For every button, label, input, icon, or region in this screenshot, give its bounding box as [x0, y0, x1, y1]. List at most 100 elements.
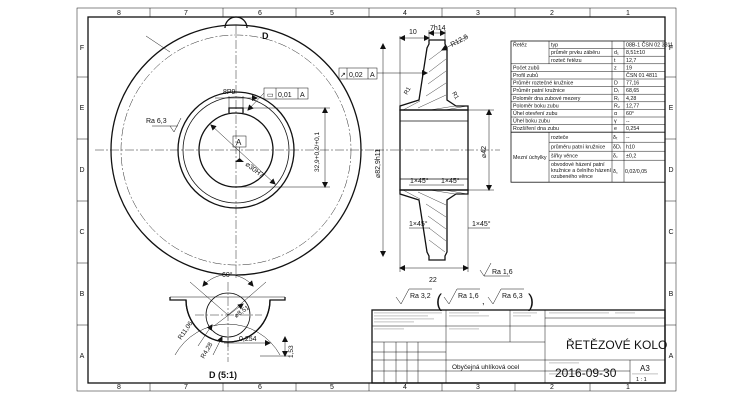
- roughness-sep: ,: [482, 296, 485, 306]
- frame-row-label: B: [80, 291, 85, 298]
- drawing-date: 2016-09-30: [555, 366, 617, 380]
- frame-row-label: E: [80, 105, 85, 112]
- frame-col-label: 4: [403, 10, 407, 17]
- fillet-r1-right: R1: [450, 91, 459, 101]
- table-param-value: 12,77: [626, 103, 639, 109]
- tolerance-title: Mezní úchylky: [513, 155, 547, 161]
- table-param-symbol: z: [614, 65, 617, 71]
- table-param-value: 19: [626, 65, 632, 71]
- frame-col-label: 5: [330, 10, 334, 17]
- dia-bore-label: ⌀42: [481, 146, 488, 158]
- tolerance-symbol: δ꜀: [613, 154, 618, 160]
- roughness-paren-close: ): [528, 291, 534, 311]
- detail-153-label: 1,53: [288, 345, 295, 358]
- keyway-fit-label: 8P9: [223, 89, 236, 96]
- frame-row-label: D: [668, 167, 673, 174]
- frame-row-label: F: [669, 45, 673, 52]
- table-param-label: Poloměr boku zubu: [513, 103, 559, 109]
- table-param-symbol: D: [614, 81, 618, 87]
- runout-value: 0,02: [349, 72, 363, 79]
- table-param-value: ČSN 01 4811: [626, 72, 657, 79]
- roughness-general: Ra 3,2: [410, 293, 431, 300]
- table-param-label: Řetěz: [513, 41, 527, 49]
- frame-col-label: 3: [476, 10, 480, 17]
- tolerance-value: ±0,2: [626, 154, 636, 160]
- detail-e-label: 0,254: [239, 336, 257, 343]
- table-param-label: Počet zubů: [513, 64, 540, 71]
- tolerance-sub: šířky věnce: [551, 154, 578, 160]
- table-param-symbol: R₂: [614, 103, 620, 109]
- runout-datum: A: [370, 72, 375, 79]
- table-param-value: 68,65: [626, 88, 639, 94]
- flatness-value: 0,01: [278, 92, 292, 99]
- fillet-r1-left: R1: [404, 86, 413, 96]
- table-param-symbol: d₁: [614, 50, 619, 56]
- roughness-sub2: Ra 6,3: [502, 293, 523, 300]
- frame-col-label: 7: [184, 10, 188, 17]
- dia-outer-label: ⌀82,9h11: [375, 149, 382, 178]
- flatness-datum: A: [300, 92, 305, 99]
- table-param-label: Úhel otevření zubu: [513, 110, 558, 117]
- frame-col-label: 8: [117, 10, 121, 17]
- table-param-symbol: Rᵢ: [614, 96, 619, 102]
- datum-a-label: A: [236, 138, 242, 147]
- frame-col-label: 5: [330, 384, 334, 391]
- table-param-label: Průměr roztečné kružnice: [513, 80, 573, 87]
- table-param-value: 0,254: [626, 126, 639, 132]
- table-param-sub: typ: [551, 43, 558, 49]
- frame-col-label: 6: [258, 384, 262, 391]
- frame-col-label: 2: [550, 10, 554, 17]
- detail-marker-d: D: [262, 31, 269, 41]
- radius-tooth-label: R12,8: [450, 34, 470, 49]
- width-22-label: 22: [429, 277, 437, 284]
- table-param-symbol: Dᵢ: [614, 88, 619, 94]
- dim-7h14: 7h14: [430, 25, 446, 32]
- frame-row-label: D: [79, 167, 84, 174]
- frame-col-label: 4: [403, 384, 407, 391]
- table-param-sub: průměr prvku záběru: [551, 49, 600, 56]
- drawing-scale: 1 : 1: [636, 377, 647, 383]
- frame-row-label: A: [669, 353, 674, 360]
- roughness-ra63-front: Ra 6,3: [146, 118, 167, 125]
- frame-row-label: E: [669, 105, 674, 112]
- detail-angle-label: 60°: [222, 271, 233, 279]
- table-param-value: 08B-1 ČSN 02 3311: [626, 42, 673, 49]
- frame-row-label: A: [80, 353, 85, 360]
- table-param-label: Průměr patní kružnice: [513, 87, 565, 94]
- tolerance-sub: kružnice a čelního házení: [551, 168, 612, 174]
- tolerance-sub: rozteče: [551, 135, 568, 141]
- table-param-symbol: t: [614, 58, 616, 64]
- table-param-sub: rozteč řetězu: [551, 58, 582, 64]
- table-param-label: Poloměr dna zubové mezery: [513, 96, 581, 102]
- frame-col-label: 6: [258, 10, 262, 17]
- detail-r4-label: R4,28: [200, 341, 215, 360]
- detail-r11-label: R11,06: [177, 320, 195, 341]
- tolerance-value: --: [626, 135, 630, 141]
- flatness-symbol: ▭: [267, 92, 274, 99]
- chamfer-label: 1×45°: [472, 220, 491, 228]
- roughness-sub1: Ra 1,6: [458, 293, 479, 300]
- tolerance-sub: obvodové házení patní: [551, 162, 605, 168]
- frame-row-label: F: [80, 45, 84, 52]
- tolerance-sub: ozubeného věnce: [551, 174, 593, 180]
- material-label: Obyčejná uhlíková ocel: [452, 364, 520, 371]
- roughness-paren-open: (: [436, 291, 442, 311]
- bore-diameter-label: ⌀30H7: [244, 161, 265, 179]
- tolerance-symbol: δ꜀: [613, 169, 618, 175]
- tolerance-symbol: δₜ: [613, 135, 618, 141]
- frame-row-label: C: [668, 229, 673, 236]
- frame-col-label: 3: [476, 384, 480, 391]
- sheet-format: A3: [640, 364, 650, 373]
- front-view: D 8P9 ▭ 0,01 A A Ra 6,3 ⌀30H7 32,9+0,2/+…: [95, 16, 378, 280]
- chamfer-label: 1×45°: [441, 177, 460, 185]
- frame-col-label: 7: [184, 384, 188, 391]
- roughness-ra16-section: Ra 1,6: [492, 269, 513, 276]
- tolerance-value: 0,02/0,05: [625, 169, 647, 175]
- table-param-symbol: γ: [614, 119, 617, 125]
- general-roughness: Ra 3,2 ( Ra 1,6 , Ra 6,3 ): [395, 288, 534, 311]
- frame-row-label: B: [669, 291, 674, 298]
- frame-col-label: 1: [626, 384, 630, 391]
- table-param-label: Profil zubů: [513, 72, 538, 79]
- tolerance-symbol: δDᵢ: [613, 145, 621, 151]
- frame-row-label: C: [79, 229, 84, 236]
